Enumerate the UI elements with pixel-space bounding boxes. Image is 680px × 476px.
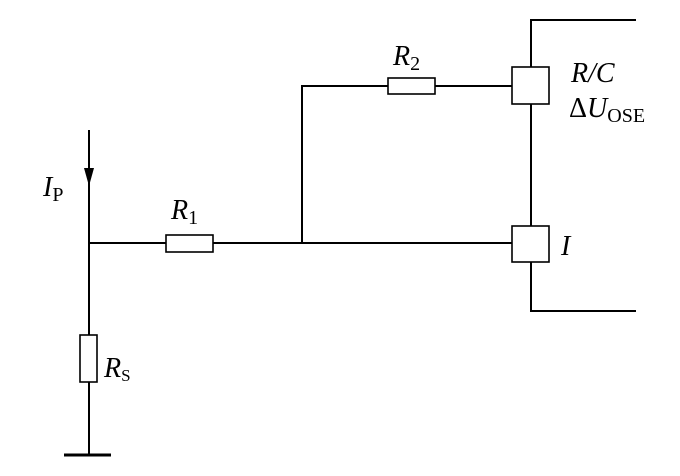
resistor-r1	[165, 234, 214, 253]
current-arrow-icon	[84, 168, 94, 186]
pin-rc-box	[511, 66, 550, 105]
label-delta-u: ΔUOSE	[569, 93, 645, 127]
label-i-pin: I	[560, 231, 572, 262]
label-rs: RS	[103, 353, 131, 385]
ic-outline-top	[530, 19, 636, 67]
wire-r2-branch-left	[301, 85, 388, 243]
label-r1: R1	[170, 195, 198, 229]
resistor-rs	[79, 334, 98, 383]
pin-i-box	[511, 225, 550, 263]
label-rc-pin: R/C	[570, 58, 615, 89]
ic-outline-bottom	[530, 262, 636, 312]
resistor-r2	[387, 77, 436, 95]
label-r2: R2	[392, 41, 420, 75]
label-ip: IP	[42, 172, 63, 206]
